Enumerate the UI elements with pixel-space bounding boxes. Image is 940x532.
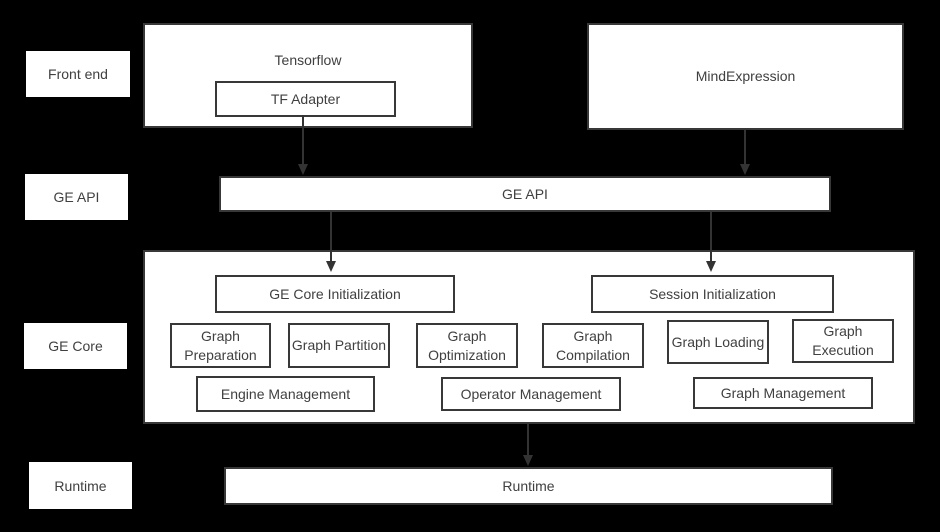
- tf-adapter-box: TF Adapter: [215, 81, 396, 117]
- arrow-mindexpression-to-ge-api: [740, 130, 750, 175]
- module-label: Graph Partition: [291, 337, 387, 354]
- layer-label-ge-api-text: GE API: [53, 189, 100, 205]
- ge-core-initialization-label: GE Core Initialization: [269, 285, 401, 302]
- ge-api-bar-label: GE API: [502, 185, 548, 202]
- session-initialization-label: Session Initialization: [649, 285, 776, 302]
- module-label: Graph Preparation: [184, 327, 257, 363]
- ge-core-container: GE Core Initialization Session Initializ…: [143, 250, 915, 424]
- module-label: Graph Execution: [812, 323, 874, 358]
- layer-label-ge-core-text: GE Core: [48, 338, 103, 354]
- management-label: Graph Management: [720, 384, 846, 401]
- layer-label-ge-api: GE API: [25, 174, 128, 220]
- layer-label-ge-core: GE Core: [24, 323, 127, 369]
- arrow-ge-core-to-runtime: [523, 424, 533, 466]
- runtime-bar: Runtime: [224, 467, 833, 505]
- tensorflow-box: Tensorflow TF Adapter: [143, 23, 473, 128]
- module-box-graph-partition: Graph Partition: [288, 323, 390, 368]
- tensorflow-label: Tensorflow: [274, 52, 342, 68]
- layer-label-runtime-text: Runtime: [54, 477, 107, 494]
- module-label: Graph Optimization: [428, 327, 506, 363]
- management-box-engine: Engine Management: [196, 376, 375, 412]
- ge-core-initialization-box: GE Core Initialization: [215, 275, 455, 313]
- management-box-graph: Graph Management: [693, 377, 873, 409]
- mindexpression-box: MindExpression: [587, 23, 904, 130]
- module-box-graph-loading: Graph Loading: [667, 320, 769, 364]
- layer-label-front-end-text: Front end: [48, 66, 108, 82]
- module-box-graph-optimization: Graph Optimization: [416, 323, 518, 368]
- mindexpression-label: MindExpression: [695, 68, 796, 85]
- session-initialization-box: Session Initialization: [591, 275, 834, 313]
- layer-label-front-end: Front end: [26, 51, 130, 97]
- module-box-graph-compilation: Graph Compilation: [542, 323, 644, 368]
- module-label: Graph Compilation: [556, 327, 630, 363]
- management-box-operator: Operator Management: [441, 377, 621, 411]
- module-label: Graph Loading: [671, 333, 765, 350]
- tf-adapter-label: TF Adapter: [270, 90, 341, 107]
- module-box-graph-preparation: Graph Preparation: [170, 323, 271, 368]
- layer-label-runtime: Runtime: [29, 462, 132, 509]
- runtime-bar-label: Runtime: [502, 477, 555, 494]
- management-label: Engine Management: [220, 385, 351, 402]
- ge-api-bar: GE API: [219, 176, 831, 212]
- module-box-graph-execution: Graph Execution: [792, 319, 894, 363]
- management-label: Operator Management: [460, 385, 602, 402]
